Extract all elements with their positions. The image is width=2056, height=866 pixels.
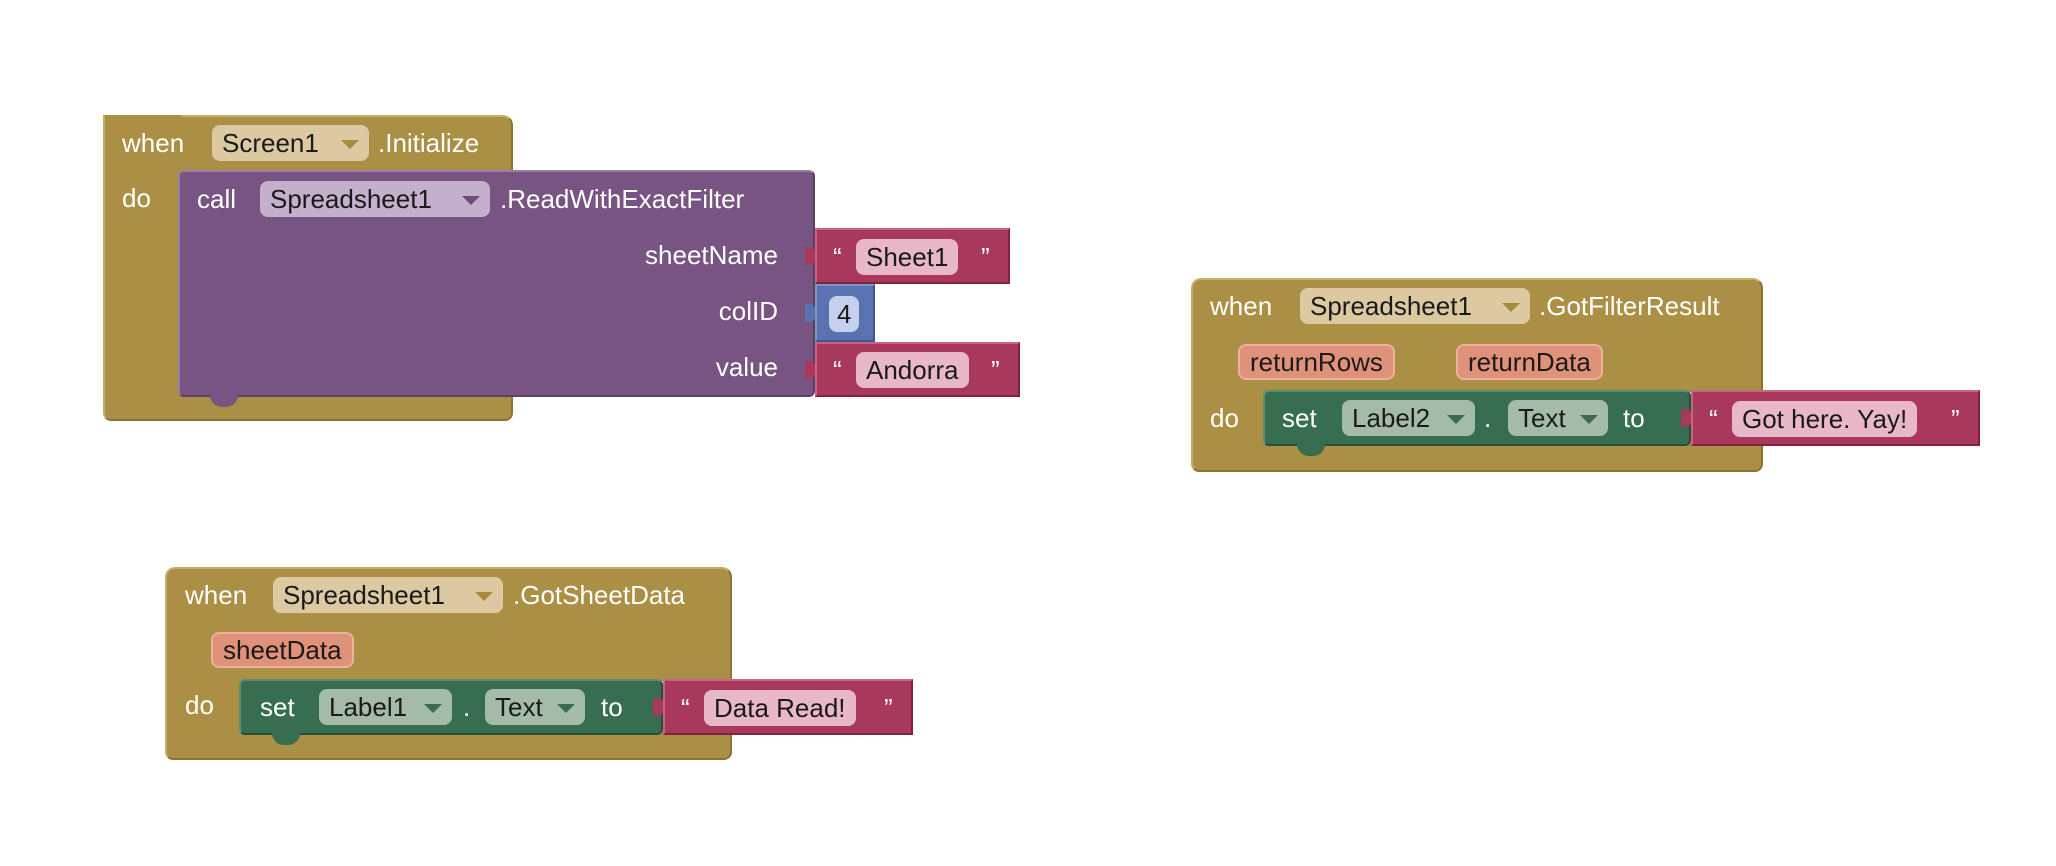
to-keyword: to (601, 692, 623, 722)
set-label2-text-block[interactable]: set Label2 . Text to (1263, 390, 1691, 446)
number-block-colid[interactable]: 4 (805, 284, 875, 342)
set-label1-text-block[interactable]: set Label1 . Text to (239, 679, 663, 735)
component-dropdown-spreadsheet1[interactable]: Spreadsheet1 (1300, 288, 1530, 324)
component-dropdown-label1[interactable]: Label1 (319, 689, 452, 725)
input-connector-tab (805, 361, 815, 379)
event-name: .Initialize (378, 128, 480, 158)
event-do-spine[interactable] (1191, 390, 1265, 440)
chevron-down-icon[interactable] (557, 704, 575, 713)
chevron-down-icon[interactable] (475, 592, 493, 601)
input-connector-tab (1681, 409, 1691, 427)
event-do-spine[interactable] (103, 115, 181, 385)
quote-open: “ (833, 355, 842, 385)
property-dropdown-label: Text (495, 692, 543, 722)
do-label: do (122, 183, 151, 213)
text-value-field[interactable]: Got here. Yay! (1732, 401, 1918, 437)
quote-close: ” (981, 242, 990, 272)
event-name: .GotFilterResult (1539, 291, 1720, 321)
block-connector-notch (210, 395, 238, 407)
quote-close: ” (991, 355, 1000, 385)
do-label: do (185, 690, 214, 720)
when-label: when (1210, 291, 1273, 321)
to-keyword: to (1623, 403, 1645, 433)
component-dropdown-label: Label2 (1352, 403, 1431, 433)
component-dropdown-label2[interactable]: Label2 (1342, 400, 1475, 436)
quote-close: ” (1951, 404, 1960, 434)
property-dropdown-text[interactable]: Text (1508, 400, 1608, 436)
chevron-down-icon[interactable] (1447, 415, 1465, 424)
component-dropdown-label: Spreadsheet1 (270, 184, 432, 214)
chevron-down-icon[interactable] (341, 140, 359, 149)
component-dropdown-spreadsheet1[interactable]: Spreadsheet1 (273, 577, 503, 613)
text-value-field[interactable]: Sheet1 (856, 239, 959, 275)
property-dropdown-label: Text (1518, 403, 1566, 433)
component-dropdown-screen1[interactable]: Screen1 (212, 125, 369, 161)
chevron-down-icon[interactable] (462, 196, 480, 205)
component-dropdown-spreadsheet1[interactable]: Spreadsheet1 (260, 181, 490, 217)
set-keyword: set (260, 692, 295, 722)
component-dropdown-label: Spreadsheet1 (283, 580, 445, 610)
text-value-field[interactable]: Data Read! (704, 690, 856, 726)
call-keyword: call (197, 184, 237, 214)
input-connector-tab (805, 304, 815, 322)
arg-label-colid: colID (718, 296, 778, 326)
chevron-down-icon[interactable] (1502, 303, 1520, 312)
event-param-sheetdata[interactable]: sheetData (211, 632, 354, 668)
property-dropdown-text[interactable]: Text (485, 689, 585, 725)
event-param-returndata[interactable]: returnData (1456, 344, 1603, 380)
input-connector-tab (805, 247, 815, 265)
arg-label-sheetname: sheetName (645, 240, 778, 270)
method-name: .ReadWithExactFilter (500, 184, 745, 214)
component-dropdown-label: Label1 (329, 692, 408, 722)
when-label: when (185, 580, 248, 610)
number-value-field[interactable]: 4 (829, 296, 860, 332)
when-label: when (122, 128, 185, 158)
chevron-down-icon[interactable] (424, 704, 442, 713)
block-connector-notch (1297, 444, 1325, 456)
component-dropdown-label: Spreadsheet1 (1310, 291, 1472, 321)
quote-open: “ (1709, 404, 1718, 434)
block-connector-notch (272, 733, 300, 745)
arg-label-value: value (715, 352, 778, 382)
quote-open: “ (833, 242, 842, 272)
property-dot: . (463, 692, 471, 722)
event-footer[interactable] (165, 731, 732, 760)
set-keyword: set (1282, 403, 1317, 433)
event-param-returnrows[interactable]: returnRows (1238, 344, 1395, 380)
input-connector-tab (653, 698, 663, 716)
quote-open: “ (681, 693, 690, 723)
component-dropdown-label: Screen1 (222, 128, 319, 158)
text-block-sheetname[interactable]: “ Sheet1 ” (805, 228, 1010, 284)
text-value-field[interactable]: Andorra (856, 352, 969, 388)
chevron-down-icon[interactable] (1580, 415, 1598, 424)
do-label: do (1210, 403, 1239, 433)
event-do-spine[interactable] (165, 679, 243, 731)
text-block-data-read[interactable]: “ Data Read! ” (653, 679, 913, 735)
text-block-got-here[interactable]: “ Got here. Yay! ” (1681, 390, 1980, 446)
property-dot: . (1484, 403, 1492, 433)
event-name: .GotSheetData (513, 580, 685, 610)
quote-close: ” (884, 693, 893, 723)
text-block-value[interactable]: “ Andorra ” (805, 342, 1020, 397)
